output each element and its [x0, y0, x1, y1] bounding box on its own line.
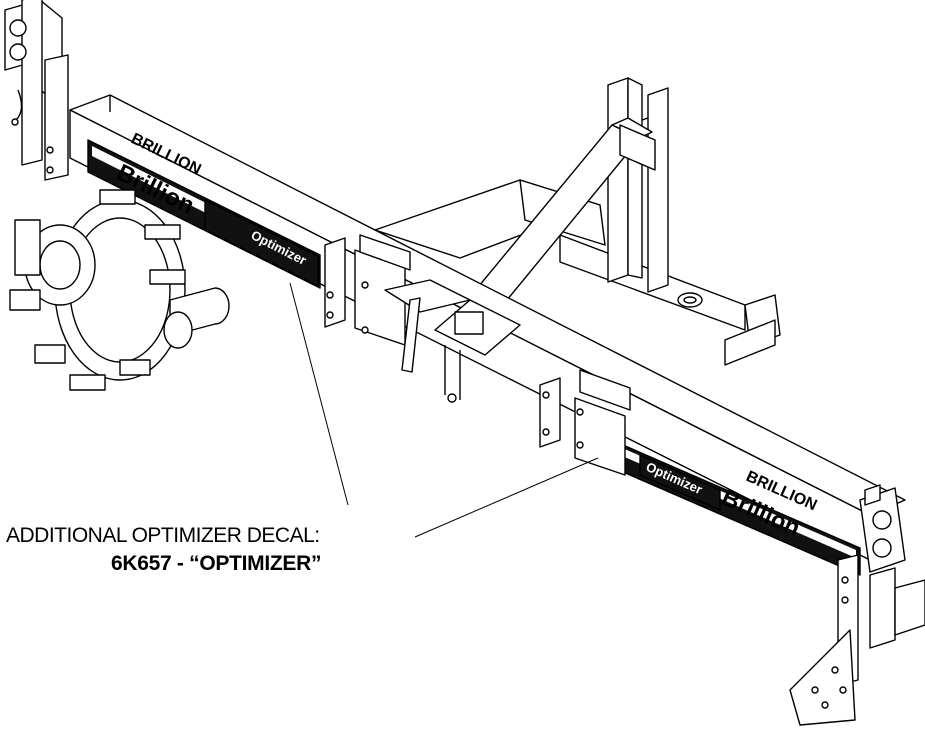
- left-decal-band: [87, 139, 321, 289]
- clamp-bracket-1: [324, 234, 411, 346]
- leader-line-left: [289, 282, 349, 506]
- left-lamp-bracket: [4, 0, 69, 181]
- right-bracket: [677, 292, 781, 366]
- center-mount-plate: [384, 279, 521, 403]
- right-lamp-bracket: [789, 484, 925, 726]
- leader-line-right: [414, 457, 599, 538]
- callout-part-number: 6K657 - “OPTIMIZER”: [111, 552, 322, 575]
- crumbler-wheel: [9, 189, 230, 391]
- rear-mast: [607, 77, 669, 293]
- callout-title: ADDITIONAL OPTIMIZER DECAL:: [6, 524, 320, 547]
- clamp-bracket-2: [539, 369, 631, 476]
- diagonal-brace: [454, 117, 656, 329]
